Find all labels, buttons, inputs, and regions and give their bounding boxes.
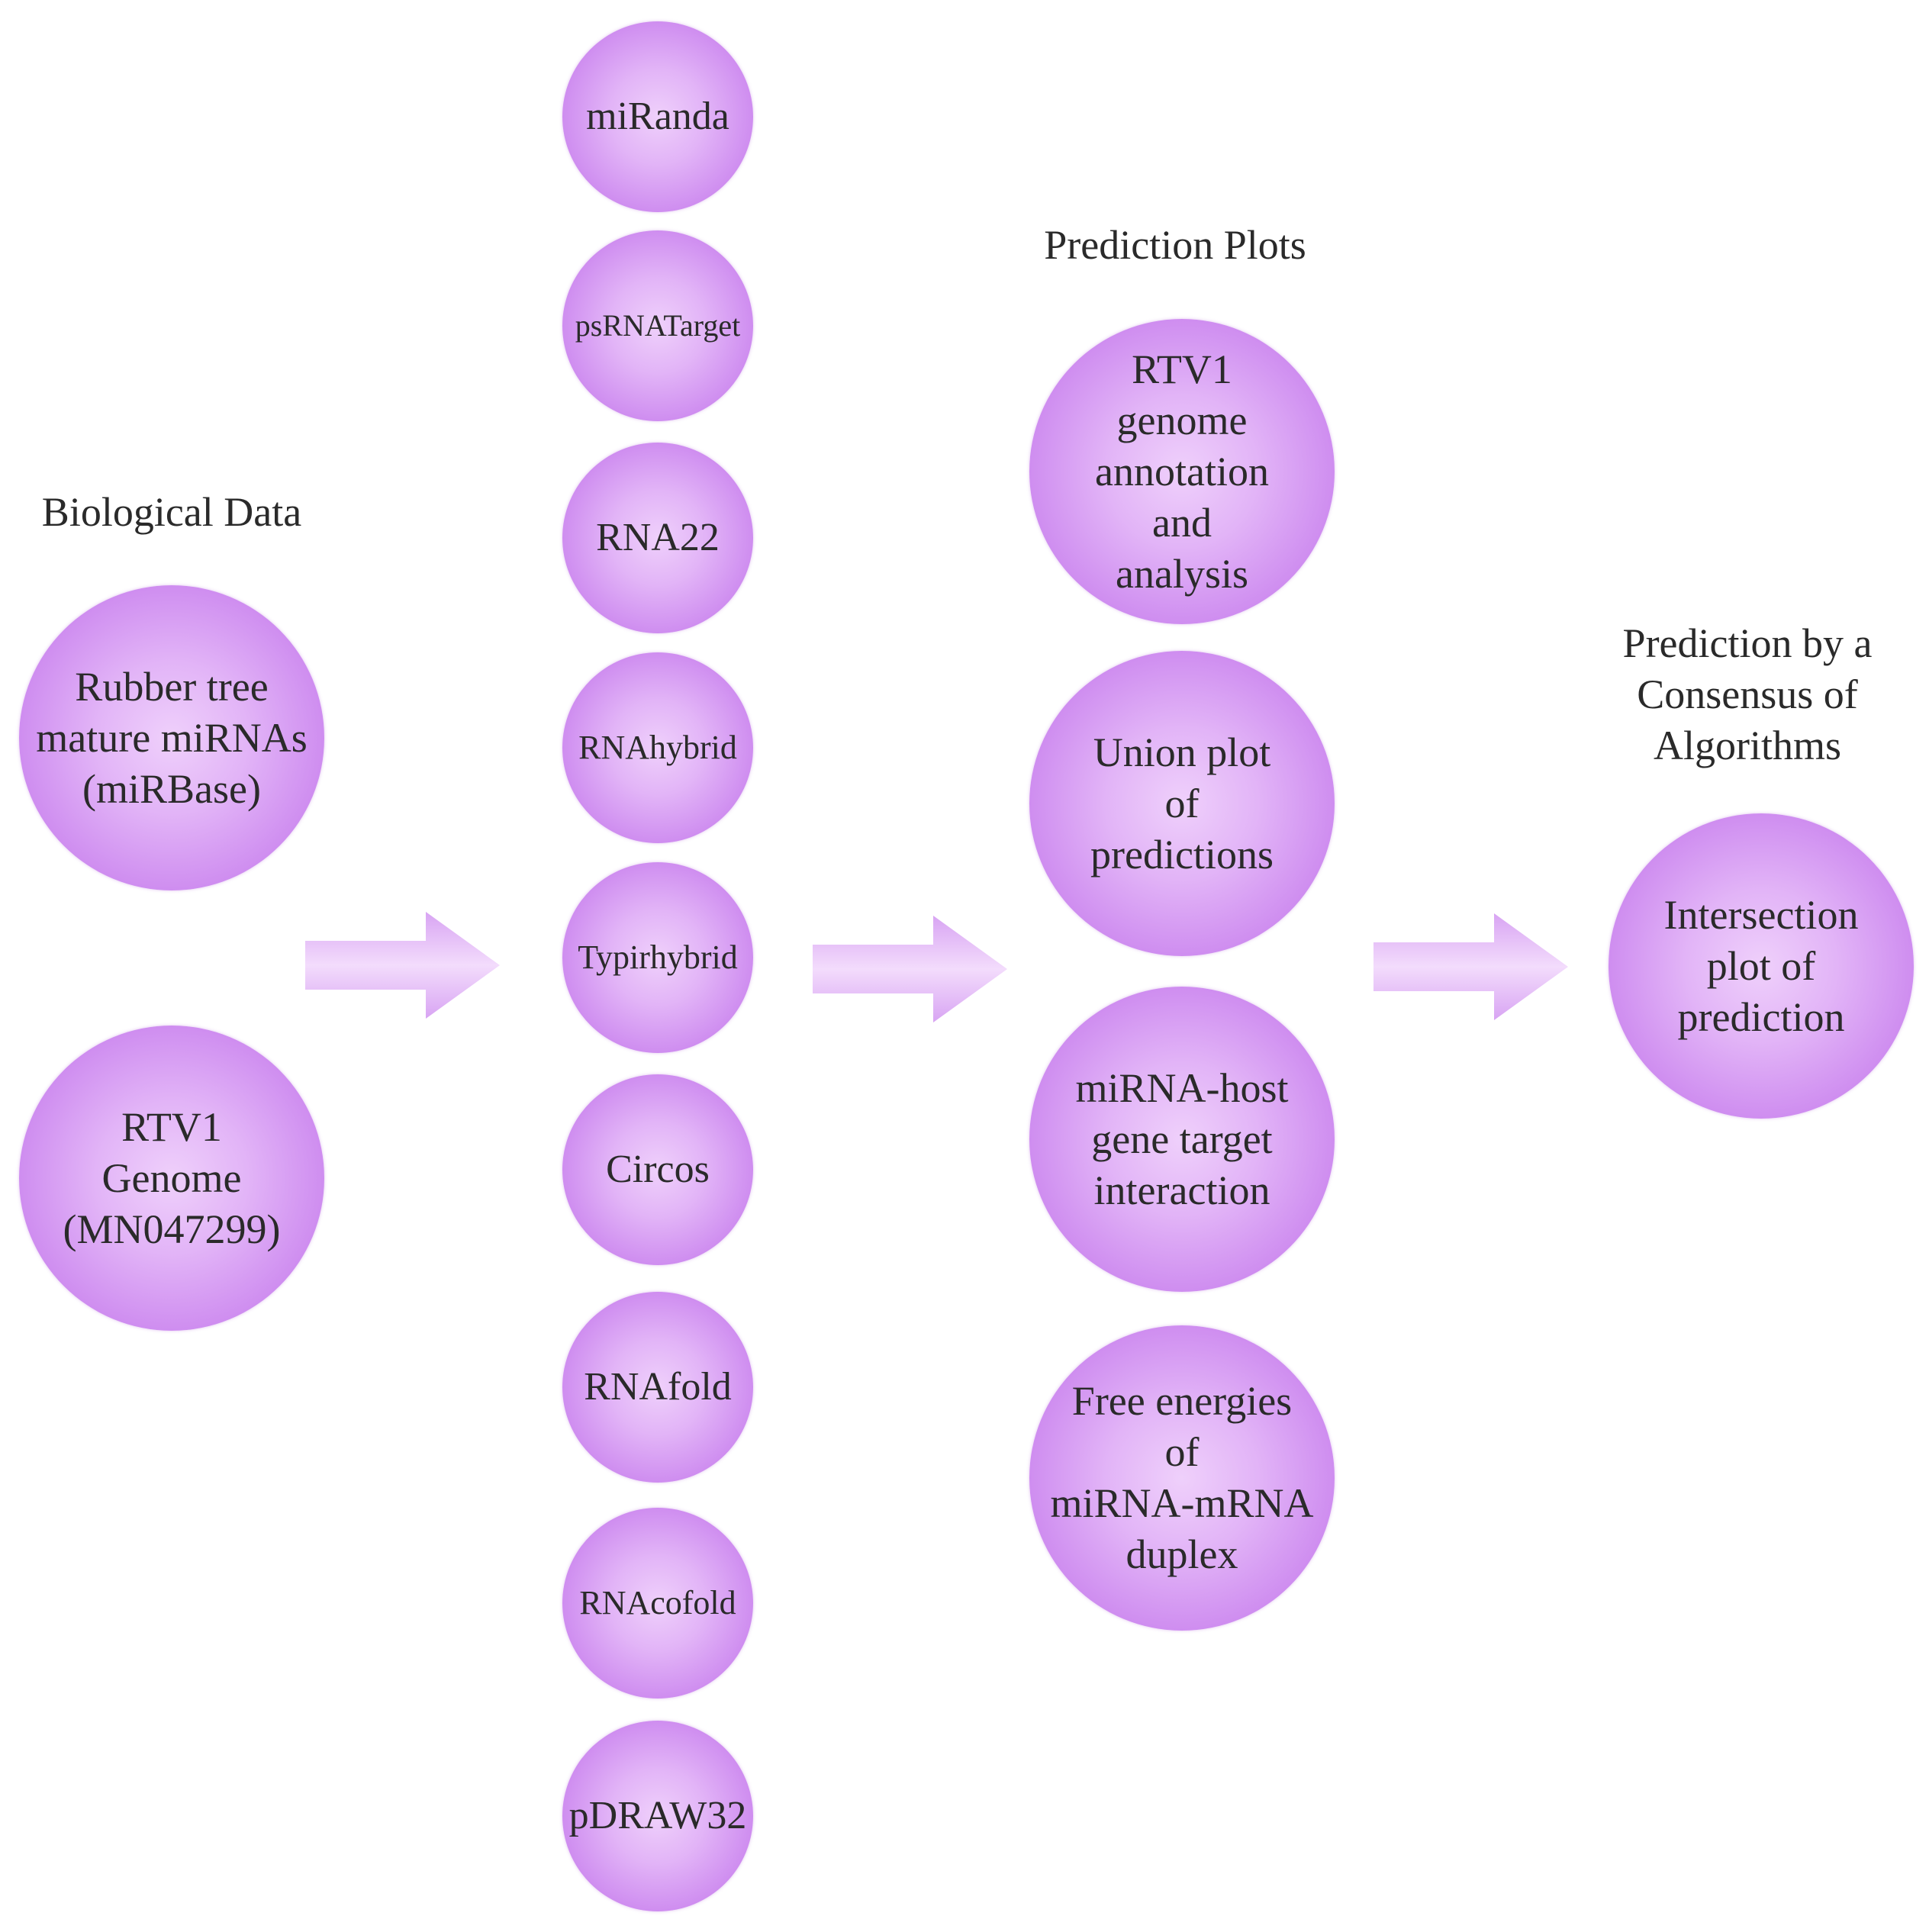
result-label: Intersection plot of prediction [1663,891,1859,1040]
prediction-plots-heading: Prediction Plots [1044,222,1306,268]
input-label: Rubber tree mature miRNAs (miRBase) [36,663,308,812]
plot-label: RTV1 genome annotation and analysis [1095,346,1269,597]
tool-circle-rnacofold: RNAcofold [562,1508,753,1699]
input-circle-genome: RTV1 Genome (MN047299) [19,1026,324,1331]
arrow-right-icon [813,916,1007,1022]
plot-label: Union plot of predictions [1090,729,1274,877]
biological-data-heading: Biological Data [41,489,302,535]
input-label: RTV1 Genome (MN047299) [63,1103,281,1252]
tool-circle-rnahybrid: RNAhybrid [562,652,753,843]
plot-label: miRNA-host gene target interaction [1075,1064,1289,1213]
plot-circle-host-gene-interaction: miRNA-host gene target interaction [1029,987,1335,1292]
plot-label: Free energies of miRNA-mRNA duplex [1050,1378,1314,1577]
result-circle-intersection-plot: Intersection plot of prediction [1609,813,1914,1119]
tool-label: RNAfold [584,1365,732,1409]
tool-label: Typirhybrid [578,938,738,976]
plot-circle-genome-annotation: RTV1 genome annotation and analysis [1029,319,1335,624]
input-circle-mirnas: Rubber tree mature miRNAs (miRBase) [19,585,324,890]
tool-circle-pdraw32: pDRAW32 [562,1721,753,1911]
tool-circle-circos: Circos [562,1074,753,1265]
tool-label: RNAhybrid [578,728,737,766]
plot-circle-union-plot: Union plot of predictions [1029,651,1335,956]
tool-label: psRNATarget [575,308,741,343]
tool-label: miRanda [586,95,729,139]
tool-label: pDRAW32 [568,1794,747,1838]
arrow-right-icon [1373,913,1568,1020]
consensus-heading: Prediction by a Consensus of Algorithms [1622,620,1873,768]
tool-circle-rna22: RNA22 [562,443,753,633]
tool-circle-typirhybrid: Typirhybrid [562,862,753,1053]
tool-circle-rnafold: RNAfold [562,1292,753,1483]
arrow-right-icon [305,912,500,1019]
tool-circle-psrnatarget: psRNATarget [562,230,753,421]
tool-label: RNAcofold [579,1583,736,1621]
tool-label: RNA22 [596,516,720,560]
plot-circle-free-energies: Free energies of miRNA-mRNA duplex [1029,1325,1335,1631]
tool-label: Circos [606,1148,710,1192]
tool-circle-miranda: miRanda [562,21,753,212]
